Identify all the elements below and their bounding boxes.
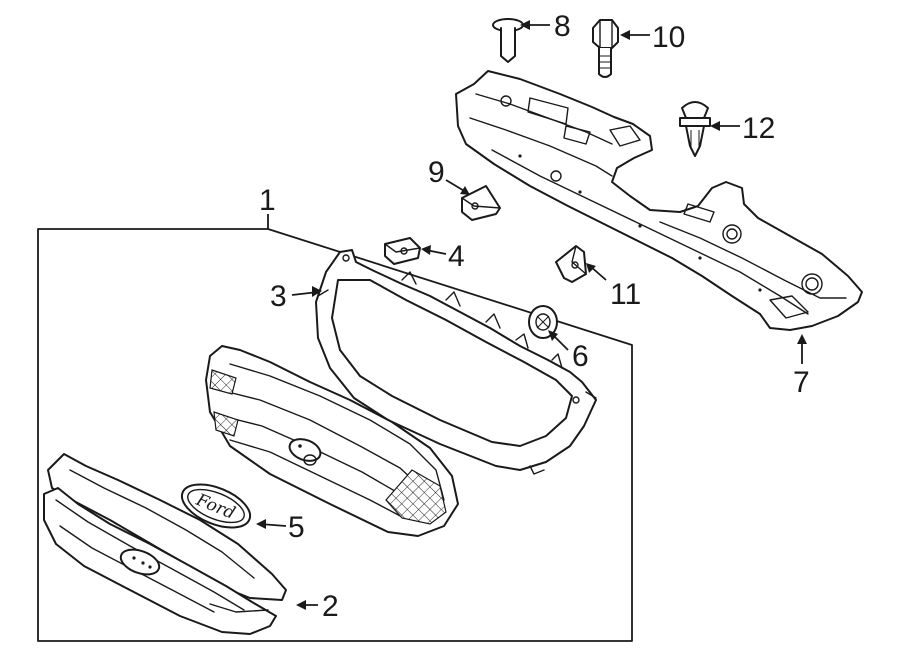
callout-10: 10 bbox=[652, 21, 685, 54]
leader-lines bbox=[256, 20, 807, 610]
ford-emblem: Ford bbox=[180, 483, 252, 529]
callout-8: 8 bbox=[554, 10, 571, 43]
callout-3: 3 bbox=[270, 280, 287, 313]
callout-6: 6 bbox=[572, 340, 589, 373]
callout-9: 9 bbox=[428, 156, 445, 189]
grille-frame bbox=[315, 249, 597, 475]
callout-11: 11 bbox=[610, 278, 641, 311]
callout-4: 4 bbox=[448, 240, 465, 273]
assembly-group-outline bbox=[37, 228, 633, 642]
push-pin-fastener bbox=[492, 18, 524, 63]
lower-grille-bezel bbox=[43, 453, 287, 635]
mounting-bracket-11 bbox=[555, 245, 587, 283]
mounting-bracket-9 bbox=[461, 185, 501, 221]
bolt-fastener bbox=[592, 19, 619, 78]
callout-2: 2 bbox=[322, 590, 339, 623]
grille-nut bbox=[528, 305, 558, 339]
callout-1: 1 bbox=[259, 184, 276, 217]
callout-12: 12 bbox=[742, 112, 775, 145]
retainer-clip bbox=[679, 101, 711, 157]
callout-5: 5 bbox=[288, 511, 305, 544]
grille-mesh-panel bbox=[205, 345, 459, 537]
mounting-bracket-4 bbox=[384, 237, 421, 265]
callout-7: 7 bbox=[793, 366, 810, 399]
upper-support-reinforcement bbox=[455, 70, 863, 331]
